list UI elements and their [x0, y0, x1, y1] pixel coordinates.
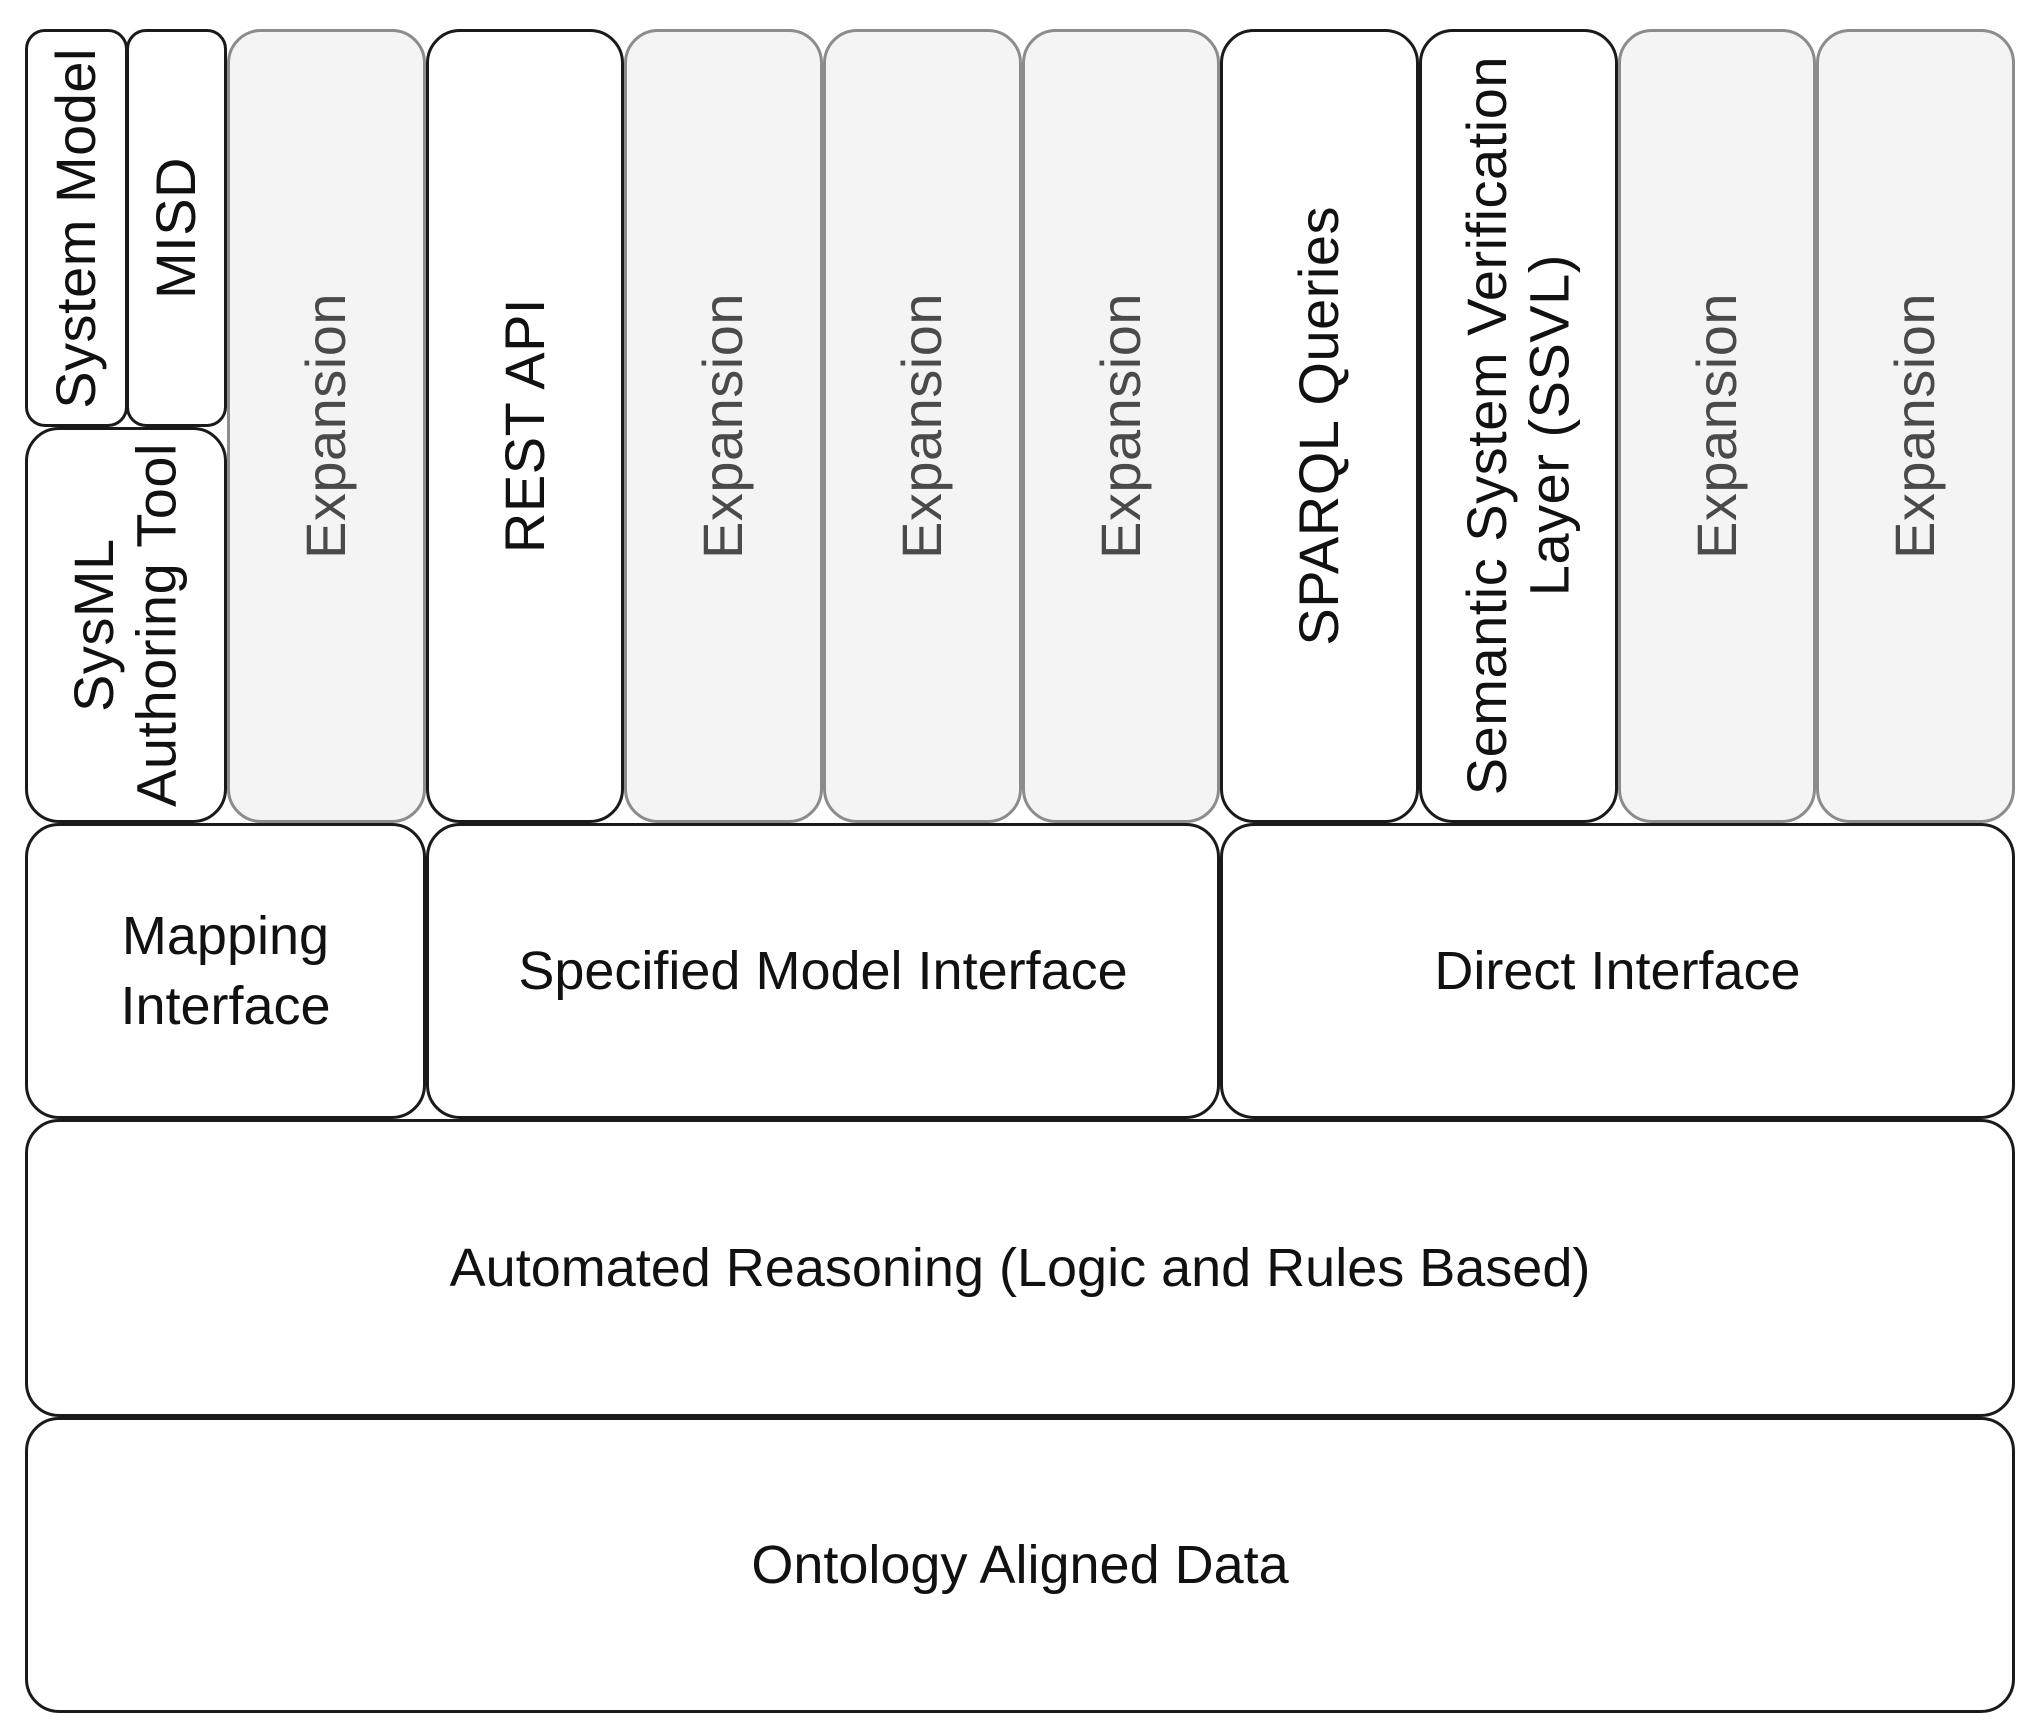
- ontology-aligned-data-layer: Ontology Aligned Data: [25, 1417, 2015, 1713]
- rest-api-label: REST API: [492, 298, 556, 554]
- expansion-label: Expansion: [1684, 292, 1748, 559]
- sysml-authoring-tool-label: SysML Authoring Tool: [62, 443, 188, 807]
- misd-box: MISD: [126, 29, 227, 427]
- expansion-label: Expansion: [1088, 292, 1152, 559]
- automated-reasoning-label: Automated Reasoning (Logic and Rules Bas…: [449, 1237, 1591, 1298]
- automated-reasoning-layer: Automated Reasoning (Logic and Rules Bas…: [25, 1119, 2015, 1417]
- mapping-interface-box: Mapping Interface: [25, 823, 426, 1119]
- system-model-label: System Model: [44, 47, 108, 409]
- expansion-column-3: Expansion: [823, 29, 1022, 823]
- expansion-label: Expansion: [691, 292, 755, 559]
- specified-model-interface-label: Specified Model Interface: [518, 940, 1128, 1001]
- sysml-authoring-tool-box: SysML Authoring Tool: [25, 427, 227, 823]
- ontology-aligned-data-label: Ontology Aligned Data: [751, 1534, 1289, 1595]
- sparql-queries-label: SPARQL Queries: [1287, 206, 1351, 646]
- ssvl-label: Semantic System Verification Layer (SSVL…: [1454, 56, 1581, 796]
- system-model-box: System Model: [25, 29, 128, 427]
- expansion-label: Expansion: [1883, 292, 1947, 559]
- expansion-column-4: Expansion: [1022, 29, 1220, 823]
- expansion-column-6: Expansion: [1816, 29, 2015, 823]
- direct-interface-box: Direct Interface: [1220, 823, 2015, 1119]
- rest-api-column: REST API: [426, 29, 624, 823]
- misd-label: MISD: [144, 157, 208, 299]
- mapping-interface-label: Mapping Interface: [120, 905, 331, 1036]
- sparql-queries-column: SPARQL Queries: [1220, 29, 1419, 823]
- expansion-label: Expansion: [890, 292, 954, 559]
- expansion-column-5: Expansion: [1618, 29, 1816, 823]
- expansion-column-1: Expansion: [227, 29, 426, 823]
- expansion-column-2: Expansion: [624, 29, 823, 823]
- direct-interface-label: Direct Interface: [1434, 940, 1801, 1001]
- specified-model-interface-box: Specified Model Interface: [426, 823, 1220, 1119]
- expansion-label: Expansion: [294, 292, 358, 559]
- ssvl-column: Semantic System Verification Layer (SSVL…: [1419, 29, 1618, 823]
